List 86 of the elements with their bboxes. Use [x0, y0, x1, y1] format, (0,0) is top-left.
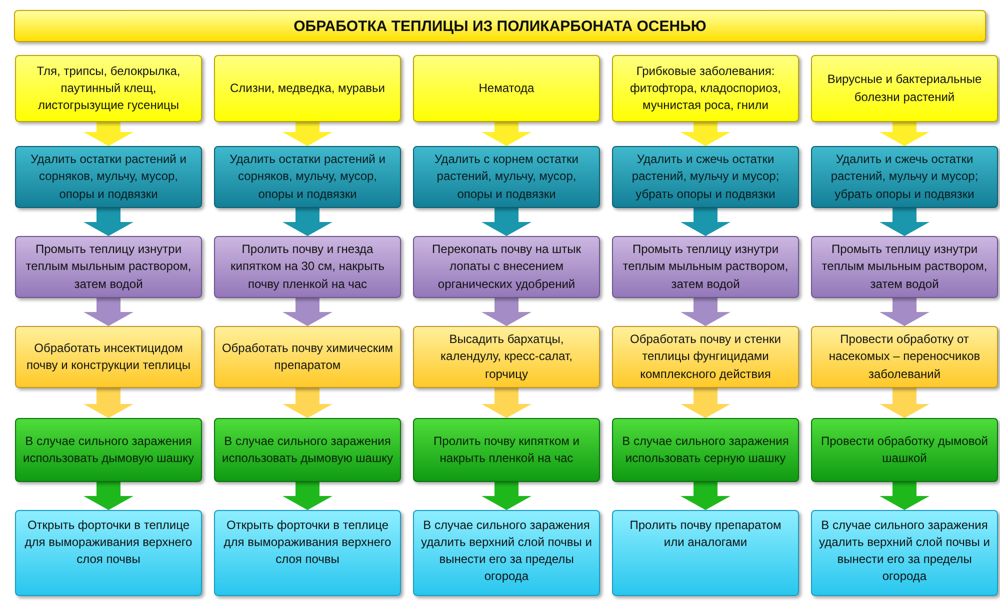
step-box: [811, 510, 998, 596]
step-text: Открыть форточки в теплице для вымораживания верхнего слоя почвы: [24, 517, 194, 568]
step-box: [612, 146, 799, 208]
down-arrow: [282, 122, 332, 146]
step-box: [612, 55, 799, 122]
step-text: В случае сильного заражения использовать дымовую шашку: [221, 432, 394, 467]
down-arrow: [482, 482, 532, 510]
step-box: [413, 510, 600, 596]
down-arrow: [680, 388, 730, 418]
step-box: [214, 146, 401, 208]
step-box: [413, 146, 600, 208]
step-box: [15, 418, 202, 482]
step-text: Пролить почву и гнезда кипятком на 30 см, накрыть почву пленкой на час: [230, 241, 386, 293]
step-box: [15, 55, 202, 122]
step-text: Удалить и сжечь остатки растений, мульчу и мусор; убрать опоры и подвязки: [630, 151, 780, 203]
down-arrow: [680, 208, 730, 236]
down-arrow: [680, 298, 730, 326]
step-text: Удалить с корнем остатки растений, мульчу, мусор, опоры и подвязки: [434, 151, 580, 203]
step-text: Слизни, медведка, муравьи: [230, 80, 385, 97]
down-arrow: [880, 388, 930, 418]
step-text: Вирусные и бактериальные болезни растений: [826, 71, 983, 106]
step-text: В случае сильного заражения удалить верхний слой почвы и вынести его за пределы огорода: [420, 517, 593, 586]
step-text: Пролить почву препаратом или аналогами: [628, 517, 782, 552]
step-box: [15, 146, 202, 208]
step-text: В случае сильного заражения использовать дымовую шашку: [22, 432, 195, 467]
down-arrow: [880, 208, 930, 236]
step-text: Удалить остатки растений и сорняков, мульчу, мусор, опоры и подвязки: [228, 151, 386, 203]
down-arrow: [880, 482, 930, 510]
step-box: [612, 510, 799, 596]
step-text: Грибковые заболевания: фитофтора, кладоспориоз, мучнистая роса, гнили: [629, 62, 782, 114]
step-text: В случае сильного заражения удалить верхний слой почвы и вынести его за пределы огорода: [818, 517, 991, 586]
down-arrow: [84, 298, 134, 326]
down-arrow: [282, 482, 332, 510]
step-text: Удалить и сжечь остатки растений, мульчу и мусор; убрать опоры и подвязки: [830, 151, 980, 203]
step-box: [15, 510, 202, 596]
step-text: Обработать инсектицидом почву и конструкции теплицы: [26, 340, 192, 374]
step-box: [413, 418, 600, 482]
down-arrow: [84, 388, 134, 418]
step-box: [612, 326, 799, 388]
down-arrow: [482, 388, 532, 418]
title-banner: ОБРАБОТКА ТЕПЛИЦЫ ИЗ ПОЛИКАРБОНАТА ОСЕНЬЮ: [14, 10, 986, 42]
step-text: Обработать почву химическим препаратом: [220, 340, 394, 374]
step-text: Пролить почву кипятком и накрыть пленкой на час: [432, 432, 580, 467]
step-text: Нематода: [478, 80, 534, 97]
down-arrow: [282, 298, 332, 326]
step-box: [811, 236, 998, 298]
step-box: [811, 418, 998, 482]
step-box: [214, 510, 401, 596]
down-arrow: [482, 298, 532, 326]
step-box: [612, 236, 799, 298]
down-arrow: [680, 482, 730, 510]
step-text: Перекопать почву на штык лопаты с внесением органических удобрений: [431, 241, 582, 293]
down-arrow: [482, 208, 532, 236]
step-text: Промыть теплицу изнутри теплым мыльным раствором, затем водой: [24, 241, 192, 293]
step-box: [413, 236, 600, 298]
down-arrow: [84, 122, 134, 146]
step-box: [15, 326, 202, 388]
step-text: Открыть форточки в теплице для вымораживания верхнего слоя почвы: [222, 517, 392, 568]
step-text: В случае сильного заражения использовать серную шашку: [621, 432, 790, 467]
step-box: [612, 418, 799, 482]
down-arrow: [880, 298, 930, 326]
step-box: [811, 146, 998, 208]
step-text: Промыть теплицу изнутри теплым мыльным раствором, затем водой: [820, 241, 988, 293]
step-box: [413, 326, 600, 388]
step-text: Удалить остатки растений и сорняков, мульчу, мусор, опоры и подвязки: [30, 151, 188, 203]
down-arrow: [282, 208, 332, 236]
down-arrow: [482, 122, 532, 146]
step-text: Обработать почву и стенки теплицы фунгицидами комплексного действия: [629, 331, 782, 383]
step-box: [15, 236, 202, 298]
down-arrow: [880, 122, 930, 146]
step-box: [413, 55, 600, 122]
step-box: [214, 236, 401, 298]
step-text: Промыть теплицу изнутри теплым мыльным раствором, затем водой: [622, 241, 790, 293]
down-arrow: [680, 122, 730, 146]
step-box: [214, 326, 401, 388]
down-arrow: [84, 482, 134, 510]
step-box: [811, 326, 998, 388]
step-text: Тля, трипсы, белокрылка, паутинный клещ, листогрызущие гусеницы: [36, 62, 182, 114]
down-arrow: [84, 208, 134, 236]
step-text: Высадить бархатцы, календулу, кресс-салат, горчицу: [440, 331, 574, 383]
step-box: [214, 418, 401, 482]
down-arrow: [282, 388, 332, 418]
step-box: [811, 55, 998, 122]
step-box: [214, 55, 401, 122]
step-text: Провести обработку дымовой шашкой: [820, 432, 989, 467]
step-text: Провести обработку от насекомых – переносчиков заболеваний: [828, 331, 982, 383]
